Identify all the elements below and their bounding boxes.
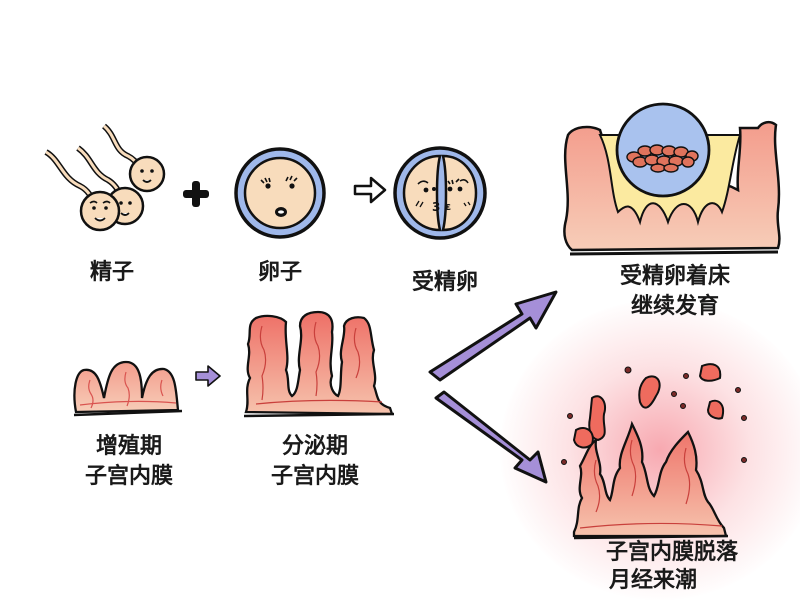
implantation-label-line1: 受精卵着床 [619,264,730,289]
svg-text:ε: ε [445,200,451,213]
arrow-right-icon [195,365,221,387]
proliferative-label-line1: 增殖期 [95,434,162,459]
egg-icon [234,147,326,239]
proliferative-label-line2: 子宫内膜 [84,464,173,489]
svg-text:3: 3 [432,200,440,214]
egg-label: 卵子 [257,260,302,285]
implantation-label-line2: 继续发育 [630,294,719,319]
arrow-down-right-icon [434,390,548,484]
menstruation-illustration [561,363,747,540]
sperm-label: 精子 [89,260,134,285]
secretory-endometrium-illustration [243,310,395,418]
sperm-icon [44,123,166,232]
plus-icon [183,181,209,207]
zygote-label: 受精卵 [411,270,478,295]
menstruation-label-line2: 月经来潮 [608,568,697,593]
arrow-right-icon [353,176,387,204]
implantation-illustration [563,102,781,256]
secretory-label-line1: 分泌期 [281,434,348,459]
arrow-up-right-icon [428,290,558,382]
menstruation-glow [500,300,800,600]
secretory-label-line2: 子宫内膜 [270,464,359,489]
zygote-icon: 3 ε [393,146,487,240]
proliferative-endometrium-illustration [73,360,183,417]
menstruation-label-line1: 子宫内膜脱落 [605,540,738,565]
